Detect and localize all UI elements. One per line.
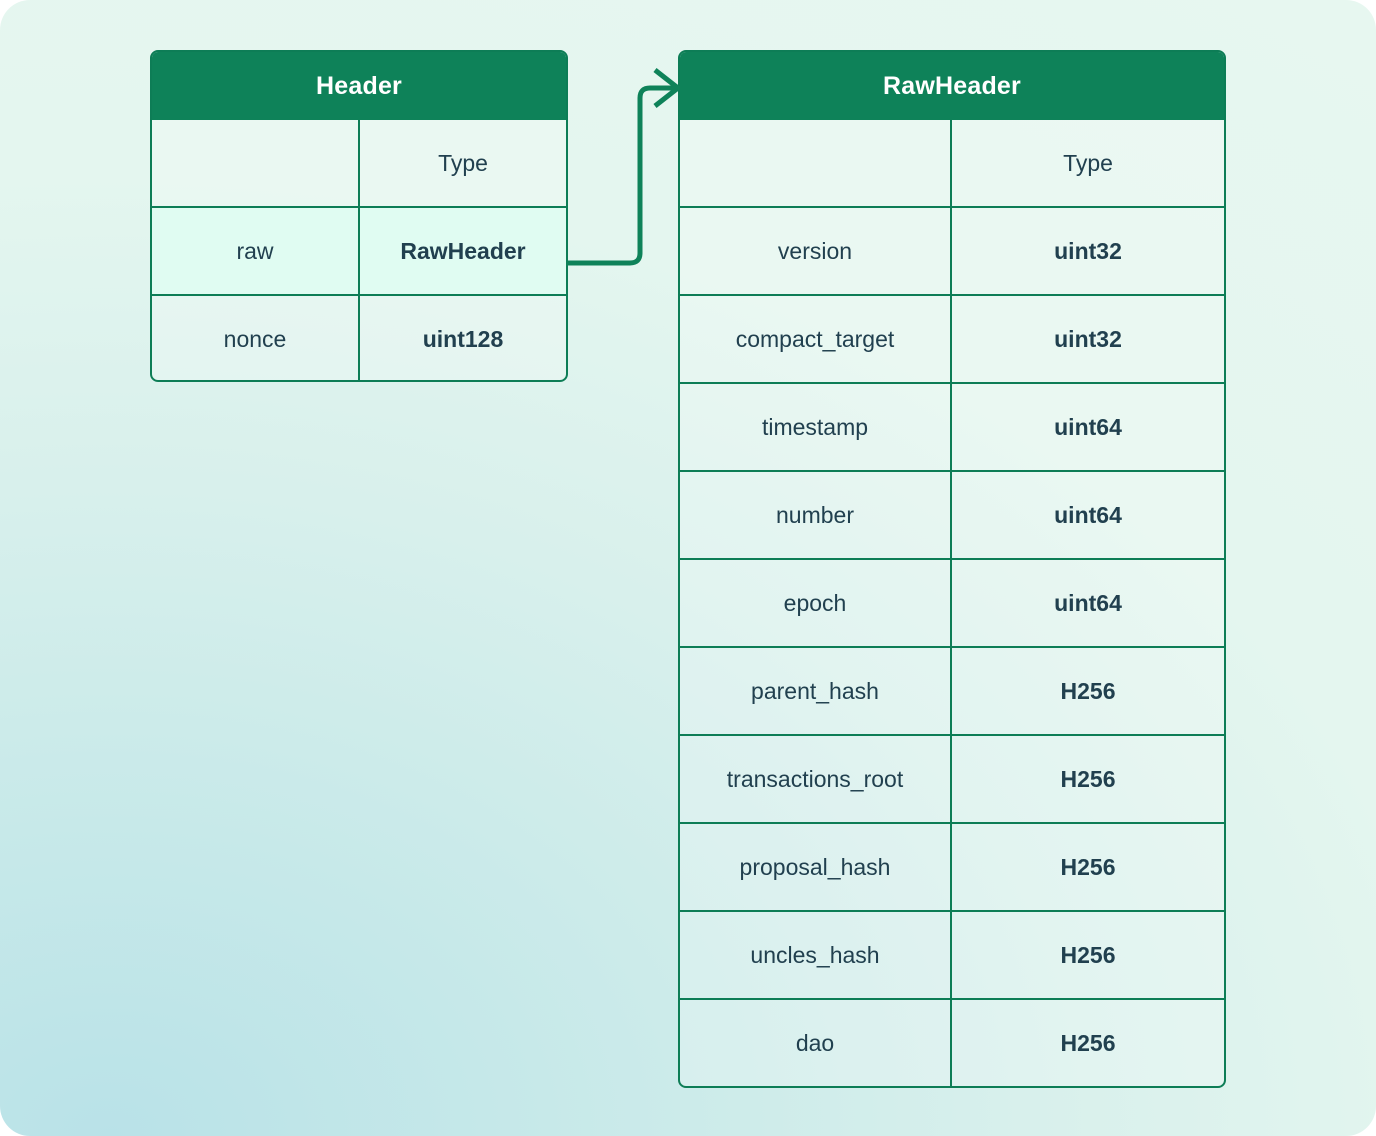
field-name: timestamp: [680, 384, 952, 470]
field-name: raw: [152, 208, 360, 294]
field-type: uint64: [1054, 413, 1122, 440]
column-header-type: Type: [438, 149, 488, 176]
field-type: uint64: [1054, 589, 1122, 616]
field-name: uncles_hash: [680, 912, 952, 998]
field-name: compact_target: [680, 296, 952, 382]
field-type: H256: [1060, 677, 1116, 704]
table-row[interactable]: compact_target uint32: [680, 294, 1224, 382]
table-row[interactable]: proposal_hash H256: [680, 822, 1224, 910]
field-name: number: [680, 472, 952, 558]
table-row[interactable]: timestamp uint64: [680, 382, 1224, 470]
table-column-header-row: Type: [680, 120, 1224, 206]
column-header-type: Type: [1063, 149, 1113, 176]
field-name: version: [680, 208, 952, 294]
field-name: nonce: [152, 296, 360, 380]
table-column-header-row: Type: [152, 120, 566, 206]
table-title-header: Header: [152, 52, 566, 120]
connector-arrowhead-icon: [653, 68, 683, 108]
field-type: H256: [1060, 765, 1116, 792]
table-row[interactable]: nonce uint128: [152, 294, 566, 380]
column-header-name: [152, 120, 360, 206]
connector-line: [566, 85, 676, 266]
table-row[interactable]: number uint64: [680, 470, 1224, 558]
field-type: uint32: [1054, 325, 1122, 352]
entity-table-rawheader: RawHeader Type version uint32 compact_ta…: [678, 50, 1226, 1088]
field-name: epoch: [680, 560, 952, 646]
field-type: H256: [1060, 941, 1116, 968]
entity-table-header: Header Type raw RawHeader nonce uint128: [150, 50, 568, 382]
field-name: proposal_hash: [680, 824, 952, 910]
field-type: uint64: [1054, 501, 1122, 528]
field-name: dao: [680, 1000, 952, 1086]
table-row[interactable]: uncles_hash H256: [680, 910, 1224, 998]
field-type: RawHeader: [400, 237, 526, 264]
table-row[interactable]: parent_hash H256: [680, 646, 1224, 734]
table-title-rawheader: RawHeader: [680, 52, 1224, 120]
field-type: uint128: [422, 325, 504, 352]
field-name: parent_hash: [680, 648, 952, 734]
field-type: uint32: [1054, 237, 1122, 264]
field-type: H256: [1060, 1029, 1116, 1056]
column-header-name: [680, 120, 952, 206]
field-name: transactions_root: [680, 736, 952, 822]
table-row[interactable]: epoch uint64: [680, 558, 1224, 646]
table-row[interactable]: raw RawHeader: [152, 206, 566, 294]
table-row[interactable]: version uint32: [680, 206, 1224, 294]
table-row[interactable]: dao H256: [680, 998, 1224, 1086]
table-row[interactable]: transactions_root H256: [680, 734, 1224, 822]
field-type: H256: [1060, 853, 1116, 880]
